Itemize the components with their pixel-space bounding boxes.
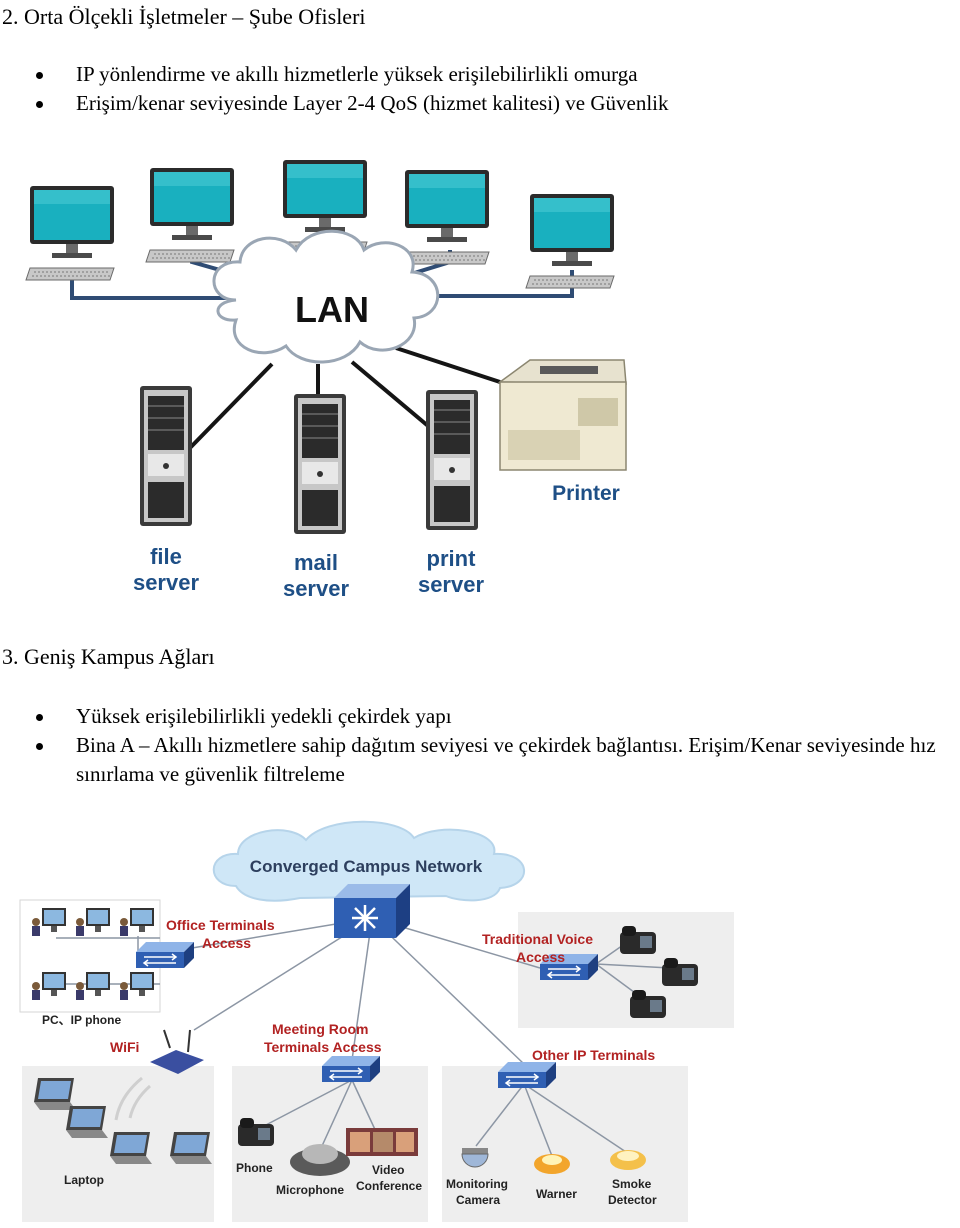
- list-item: IP yönlendirme ve akıllı hizmetlerle yük…: [0, 60, 960, 89]
- section-2-heading: 2. Orta Ölçekli İşletmeler – Şube Ofisle…: [2, 4, 366, 29]
- video-conference-label-line2: Conference: [356, 1179, 422, 1193]
- wifi-label: WiFi: [110, 1039, 139, 1055]
- laptop-1-icon: [34, 1078, 76, 1110]
- printer-label: Printer: [552, 482, 620, 505]
- pc-ip-phone-label: PC、IP phone: [42, 1013, 121, 1027]
- laptop-3-icon: [110, 1132, 152, 1164]
- other-ip-terminals-label: Other IP Terminals: [532, 1047, 655, 1063]
- section-2-bullet-list: IP yönlendirme ve akıllı hizmetlerle yük…: [0, 60, 960, 118]
- pc-2-icon: [145, 167, 235, 263]
- video-conference-label-line1: Video: [372, 1163, 404, 1177]
- print-server-icon: [425, 389, 479, 531]
- smoke-detector-label-line2: Detector: [608, 1193, 657, 1207]
- laptop-2-icon: [66, 1106, 108, 1138]
- laptop-label: Laptop: [64, 1173, 104, 1187]
- print-server-label-line2: server: [418, 572, 485, 597]
- traditional-voice-label-line1: Traditional Voice: [482, 931, 593, 947]
- mail-server-label-line1: mail: [294, 550, 338, 575]
- core-switch-icon: [334, 884, 410, 938]
- campus-network-diagram: Converged Campus Network: [19, 820, 734, 1222]
- bullet-icon: [36, 101, 43, 108]
- printer-icon: [497, 359, 627, 471]
- section-3-heading: 3. Geniş Kampus Ağları: [2, 644, 215, 669]
- traditional-voice-label-line2: Access: [516, 949, 565, 965]
- smoke-detector-icon: [610, 1150, 646, 1170]
- file-server-label-line2: server: [133, 570, 200, 595]
- other-terminals-panel: [442, 1066, 688, 1222]
- bullet-icon: [36, 743, 43, 750]
- microphone-label: Microphone: [276, 1183, 344, 1197]
- list-item: Bina A – Akıllı hizmetlere sahip dağıtım…: [0, 731, 960, 789]
- campus-cloud-label: Converged Campus Network: [250, 857, 483, 876]
- section-3-bullet-list: Yüksek erişilebilirlikli yedekli çekirde…: [0, 702, 960, 789]
- mail-server-icon: [293, 393, 347, 535]
- mail-server-label-line2: server: [283, 576, 350, 601]
- pc-4-icon: [400, 169, 490, 265]
- pc-1-icon: [25, 185, 115, 281]
- phone-label: Phone: [236, 1161, 273, 1175]
- file-server-icon: [139, 385, 193, 527]
- monitoring-camera-icon: [461, 1148, 489, 1168]
- warner-icon: [534, 1154, 570, 1174]
- smoke-detector-label-line1: Smoke: [612, 1177, 652, 1191]
- other-terminals-switch-icon: [497, 1061, 557, 1089]
- lan-diagram: LAN Printer file server mail server prin…: [25, 159, 627, 601]
- bullet-icon: [36, 72, 43, 79]
- office-terminals-label-line1: Office Terminals: [166, 917, 275, 933]
- meeting-room-switch-icon: [321, 1055, 381, 1083]
- list-item: Yüksek erişilebilirlikli yedekli çekirde…: [0, 702, 960, 731]
- file-server-label-line1: file: [150, 544, 182, 569]
- wifi-access-point-icon: [114, 1029, 204, 1121]
- monitoring-camera-label-line1: Monitoring: [446, 1177, 508, 1191]
- lan-cloud-icon: [212, 229, 440, 364]
- video-conference-icon: [346, 1128, 418, 1156]
- campus-cloud-icon: [212, 820, 526, 902]
- microphone-icon: [290, 1144, 350, 1176]
- office-terminals-label-line2: Access: [202, 935, 251, 951]
- meeting-room-label-line2: Terminals Access: [264, 1039, 382, 1055]
- print-server-label-line1: print: [427, 546, 477, 571]
- laptop-4-icon: [170, 1132, 212, 1164]
- server-links: [184, 360, 442, 454]
- monitoring-camera-label-line2: Camera: [456, 1193, 500, 1207]
- meeting-room-label-line1: Meeting Room: [272, 1021, 368, 1037]
- printer-link: [395, 346, 501, 384]
- warner-label: Warner: [536, 1187, 577, 1201]
- bullet-icon: [36, 714, 43, 721]
- list-item: Erişim/kenar seviyesinde Layer 2-4 QoS (…: [0, 89, 960, 118]
- office-access-switch-icon: [135, 941, 195, 969]
- lan-cloud-label: LAN: [295, 289, 369, 330]
